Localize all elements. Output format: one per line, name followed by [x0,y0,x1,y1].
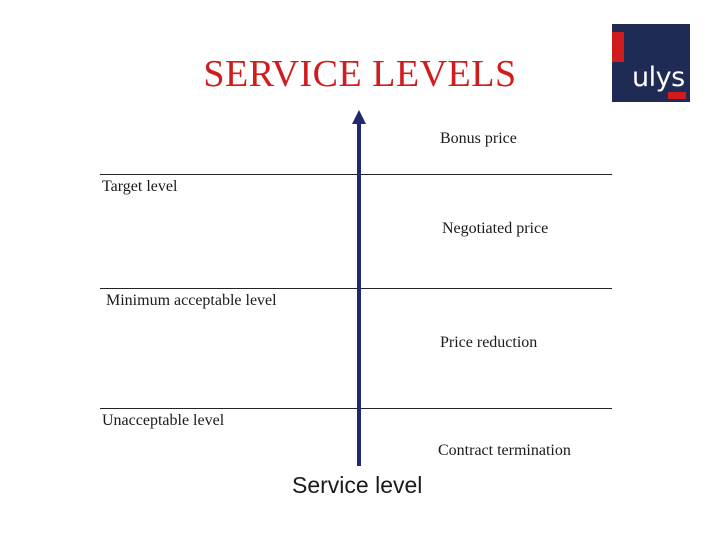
level-minimum-acceptable: Minimum acceptable level [106,292,277,309]
level-target: Target level [102,178,178,195]
outcome-negotiated-price: Negotiated price [442,220,549,237]
outcome-bonus-price: Bonus price [440,130,517,147]
outcome-price-reduction: Price reduction [440,334,538,351]
minimum-level-line [100,288,612,289]
axis-label: Service level [292,472,423,498]
axis-arrowhead [352,110,366,124]
logo-tag [668,92,686,99]
logo-wordmark: ulys [632,62,685,93]
outcome-contract-termination: Contract termination [438,442,571,459]
level-unacceptable: Unacceptable level [102,412,225,429]
target-level-line [100,174,612,175]
slide-title: SERVICE LEVELS [203,53,517,95]
ulys-logo: ulys [612,24,690,102]
unacceptable-level-line [100,408,612,409]
logo-accent-bar [612,32,624,62]
